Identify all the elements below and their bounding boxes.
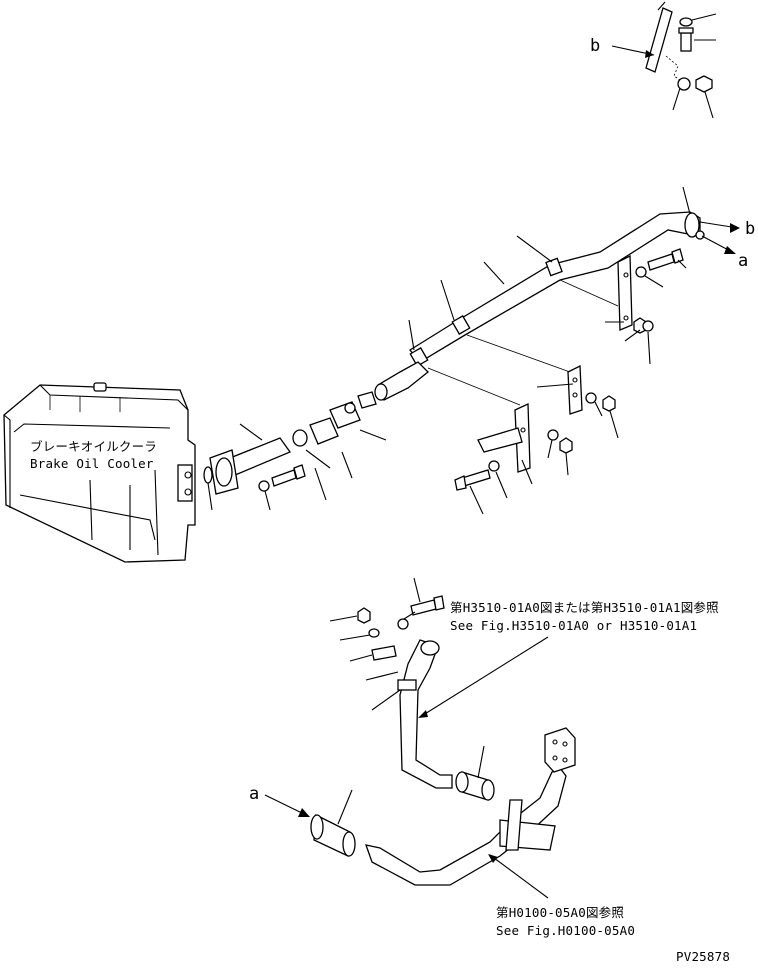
reference-note-2-jp: 第H0100-05A0図参照 bbox=[496, 905, 625, 920]
right-arrows bbox=[699, 221, 740, 254]
ref-label-b-top: b bbox=[590, 36, 601, 56]
reference-note-2-en: See Fig.H0100-05A0 bbox=[496, 923, 636, 938]
lower-tube-assembly bbox=[264, 577, 576, 899]
bracket-hardware bbox=[454, 248, 684, 491]
brake-oil-cooler-body bbox=[3, 382, 196, 563]
assembly-lines bbox=[427, 279, 619, 406]
detail-b-clamp-assembly bbox=[611, 1, 717, 119]
upper-callout-leaders bbox=[207, 186, 691, 515]
ref-label-a-bottom: a bbox=[249, 784, 260, 804]
ref-label-b-right: b bbox=[745, 219, 756, 239]
drawing-number: PV25878 bbox=[676, 949, 731, 964]
ref-label-a-right: a bbox=[738, 251, 749, 271]
hose-fittings bbox=[203, 391, 377, 495]
reference-note-1-en: See Fig.H3510-01A0 or H3510-01A1 bbox=[450, 618, 698, 633]
cooler-label-jp: ブレーキオイルクーラ bbox=[30, 439, 158, 454]
reference-note-1-jp: 第H3510-01A0図または第H3510-01A1図参照 bbox=[450, 600, 719, 615]
mounting-brackets bbox=[477, 254, 633, 473]
cooler-label-en: Brake Oil Cooler bbox=[30, 456, 154, 471]
upper-brake-tube bbox=[374, 211, 705, 401]
